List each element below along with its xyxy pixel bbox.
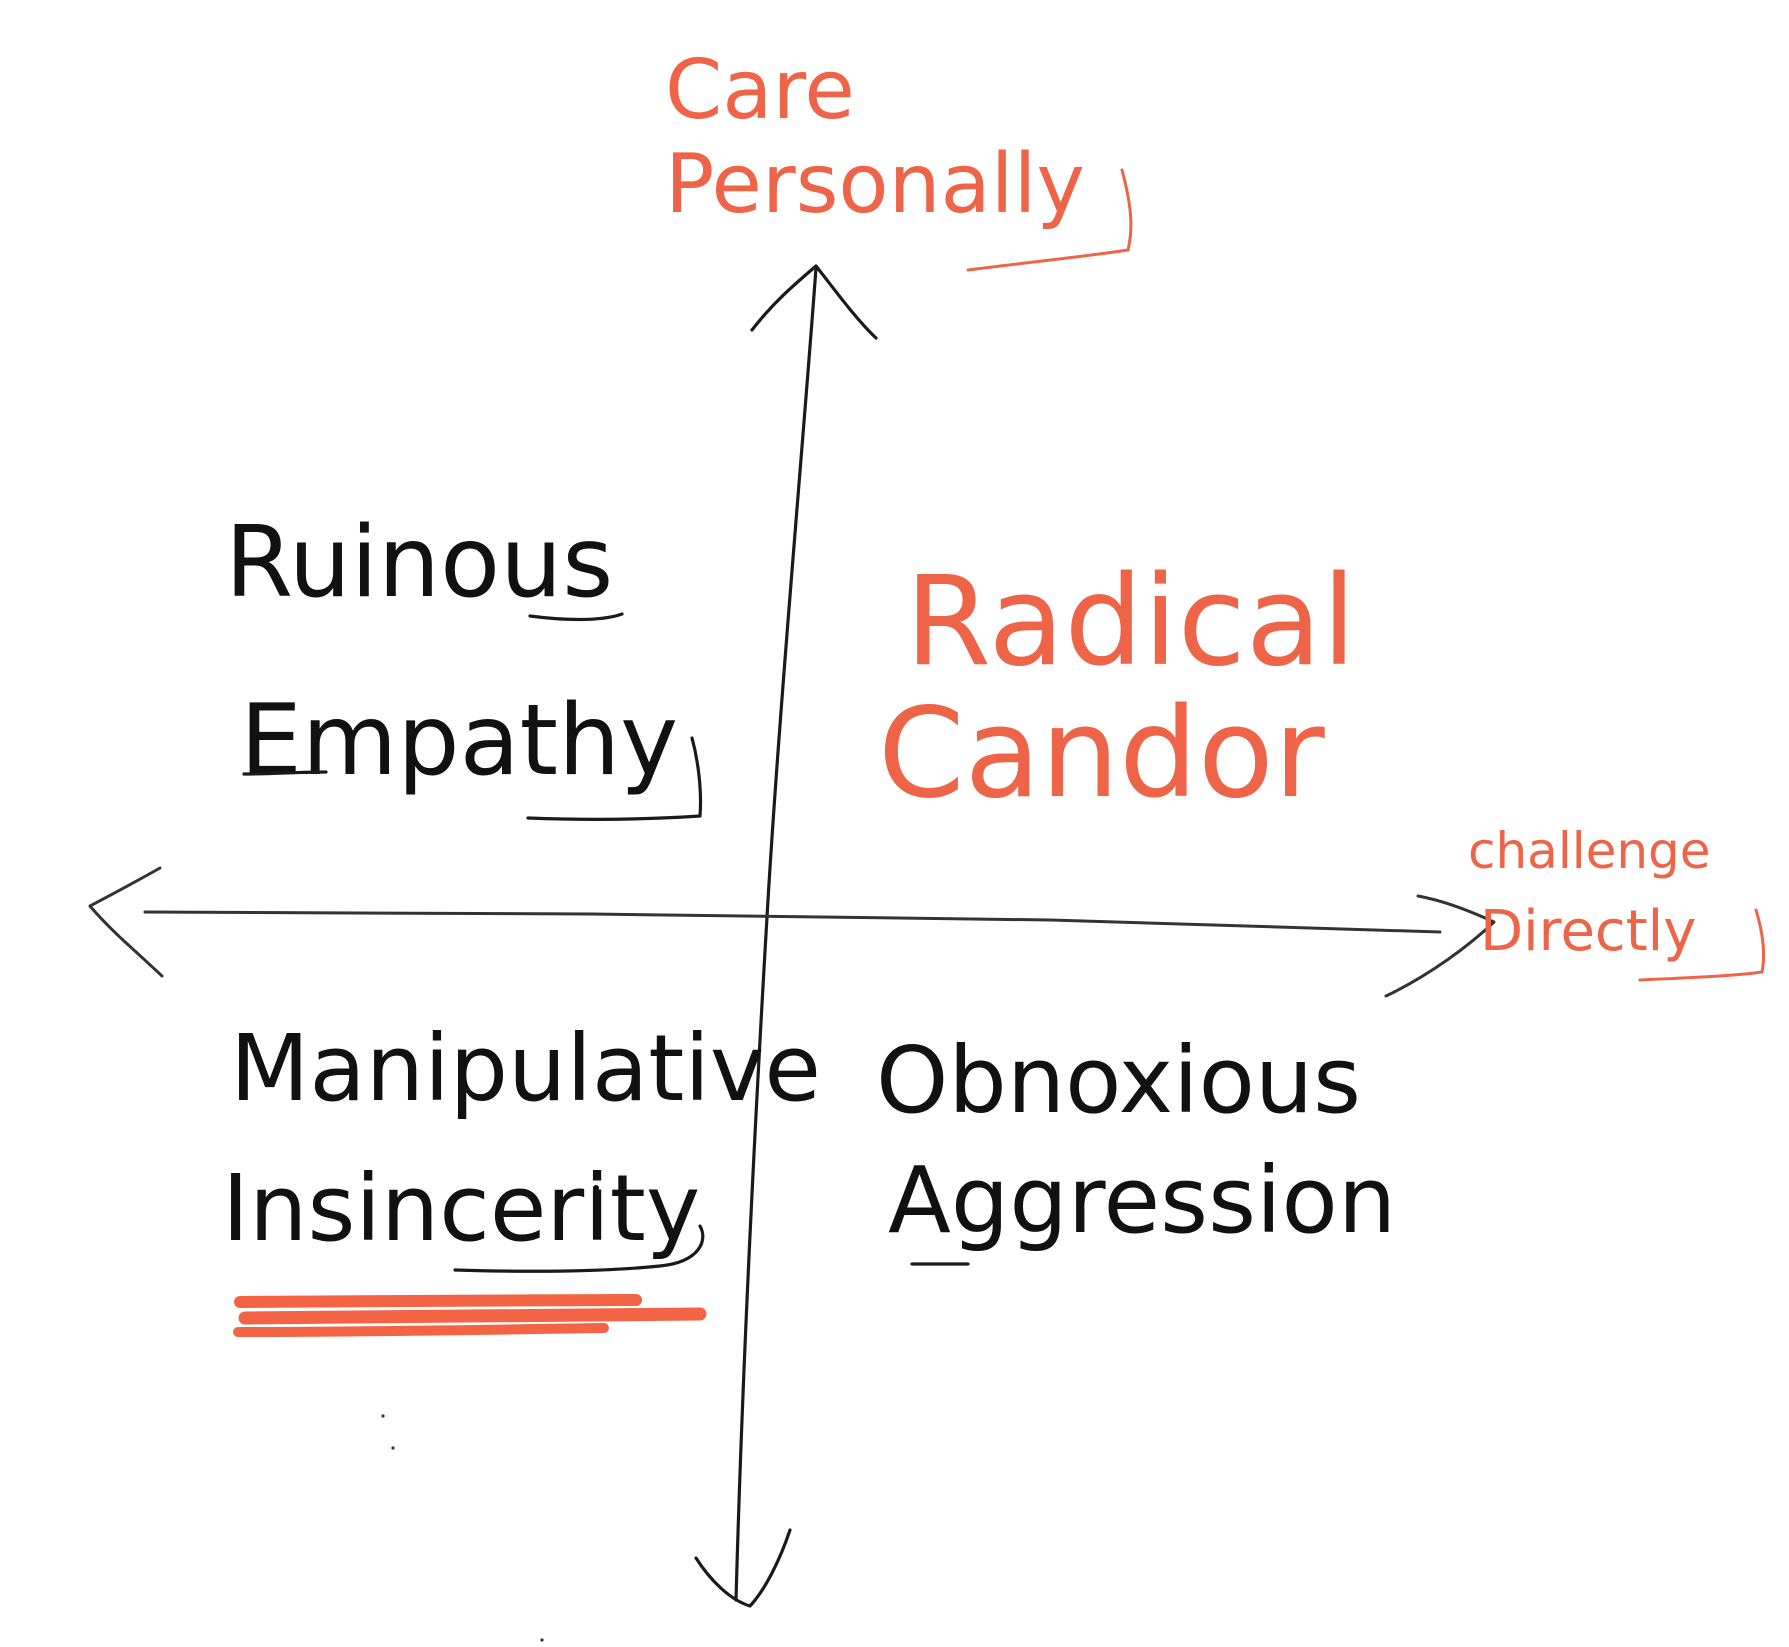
quadrant-top-left-line2-baseline (242, 770, 328, 776)
stray-dot (391, 1446, 395, 1450)
quadrant-top-left-line1-underline (528, 612, 624, 622)
quadrant-top-right-line1: Radical (905, 550, 1356, 694)
quadrant-bottom-left-underline (453, 1224, 705, 1273)
quadrant-top-left: Ruinous Empathy (225, 506, 703, 821)
horizontal-axis-line (143, 910, 1442, 934)
stray-dot (593, 1185, 599, 1191)
quadrant-top-left-line1: Ruinous (225, 506, 613, 620)
horizontal-axis (88, 866, 1496, 998)
highlight-stroke-3 (233, 1323, 609, 1337)
vertical-axis-label-line1: Care (665, 43, 855, 138)
quadrant-top-right: Radical Candor (878, 550, 1356, 826)
highlight-stroke-2 (238, 1307, 707, 1325)
horizontal-axis-label-line1: challenge (1468, 822, 1711, 880)
vertical-axis-up-arrowhead (750, 264, 878, 340)
vertical-axis-label-line2: Personally (665, 137, 1085, 232)
stray-dots (381, 1185, 599, 1642)
stray-dot (381, 1414, 385, 1418)
quadrant-bottom-right-line1: Obnoxious (876, 1027, 1361, 1134)
quadrant-bottom-left-line1: Manipulative (230, 1015, 821, 1122)
horizontal-axis-label-line2: Directly (1480, 899, 1696, 964)
quadrant-top-right-line2: Candor (878, 682, 1325, 826)
quadrant-bottom-right: Obnoxious Aggression (876, 1027, 1396, 1266)
highlight-stroke-1 (234, 1294, 642, 1308)
quadrant-bottom-left: Manipulative Insincerity (222, 1015, 821, 1337)
vertical-axis-down-arrowhead (694, 1528, 792, 1608)
vertical-axis-label-underline (966, 168, 1133, 272)
quadrant-bottom-right-line2: Aggression (888, 1147, 1396, 1254)
quadrant-bottom-left-line2: Insincerity (222, 1155, 700, 1262)
vertical-axis-line (734, 266, 818, 1602)
horizontal-axis-label-underline (1638, 908, 1766, 982)
horizontal-axis-label: challenge Directly (1468, 822, 1766, 982)
quadrant-top-left-underline (526, 736, 703, 821)
quadrant-top-left-line2: Empathy (240, 684, 678, 798)
vertical-axis-label: Care Personally (665, 43, 1133, 272)
horizontal-axis-left-arrowhead (88, 866, 164, 978)
quadrant-bottom-left-highlight (233, 1294, 707, 1337)
stray-dot (540, 1638, 544, 1642)
vertical-axis (694, 264, 878, 1608)
horizontal-axis-right-arrowhead (1384, 894, 1496, 998)
